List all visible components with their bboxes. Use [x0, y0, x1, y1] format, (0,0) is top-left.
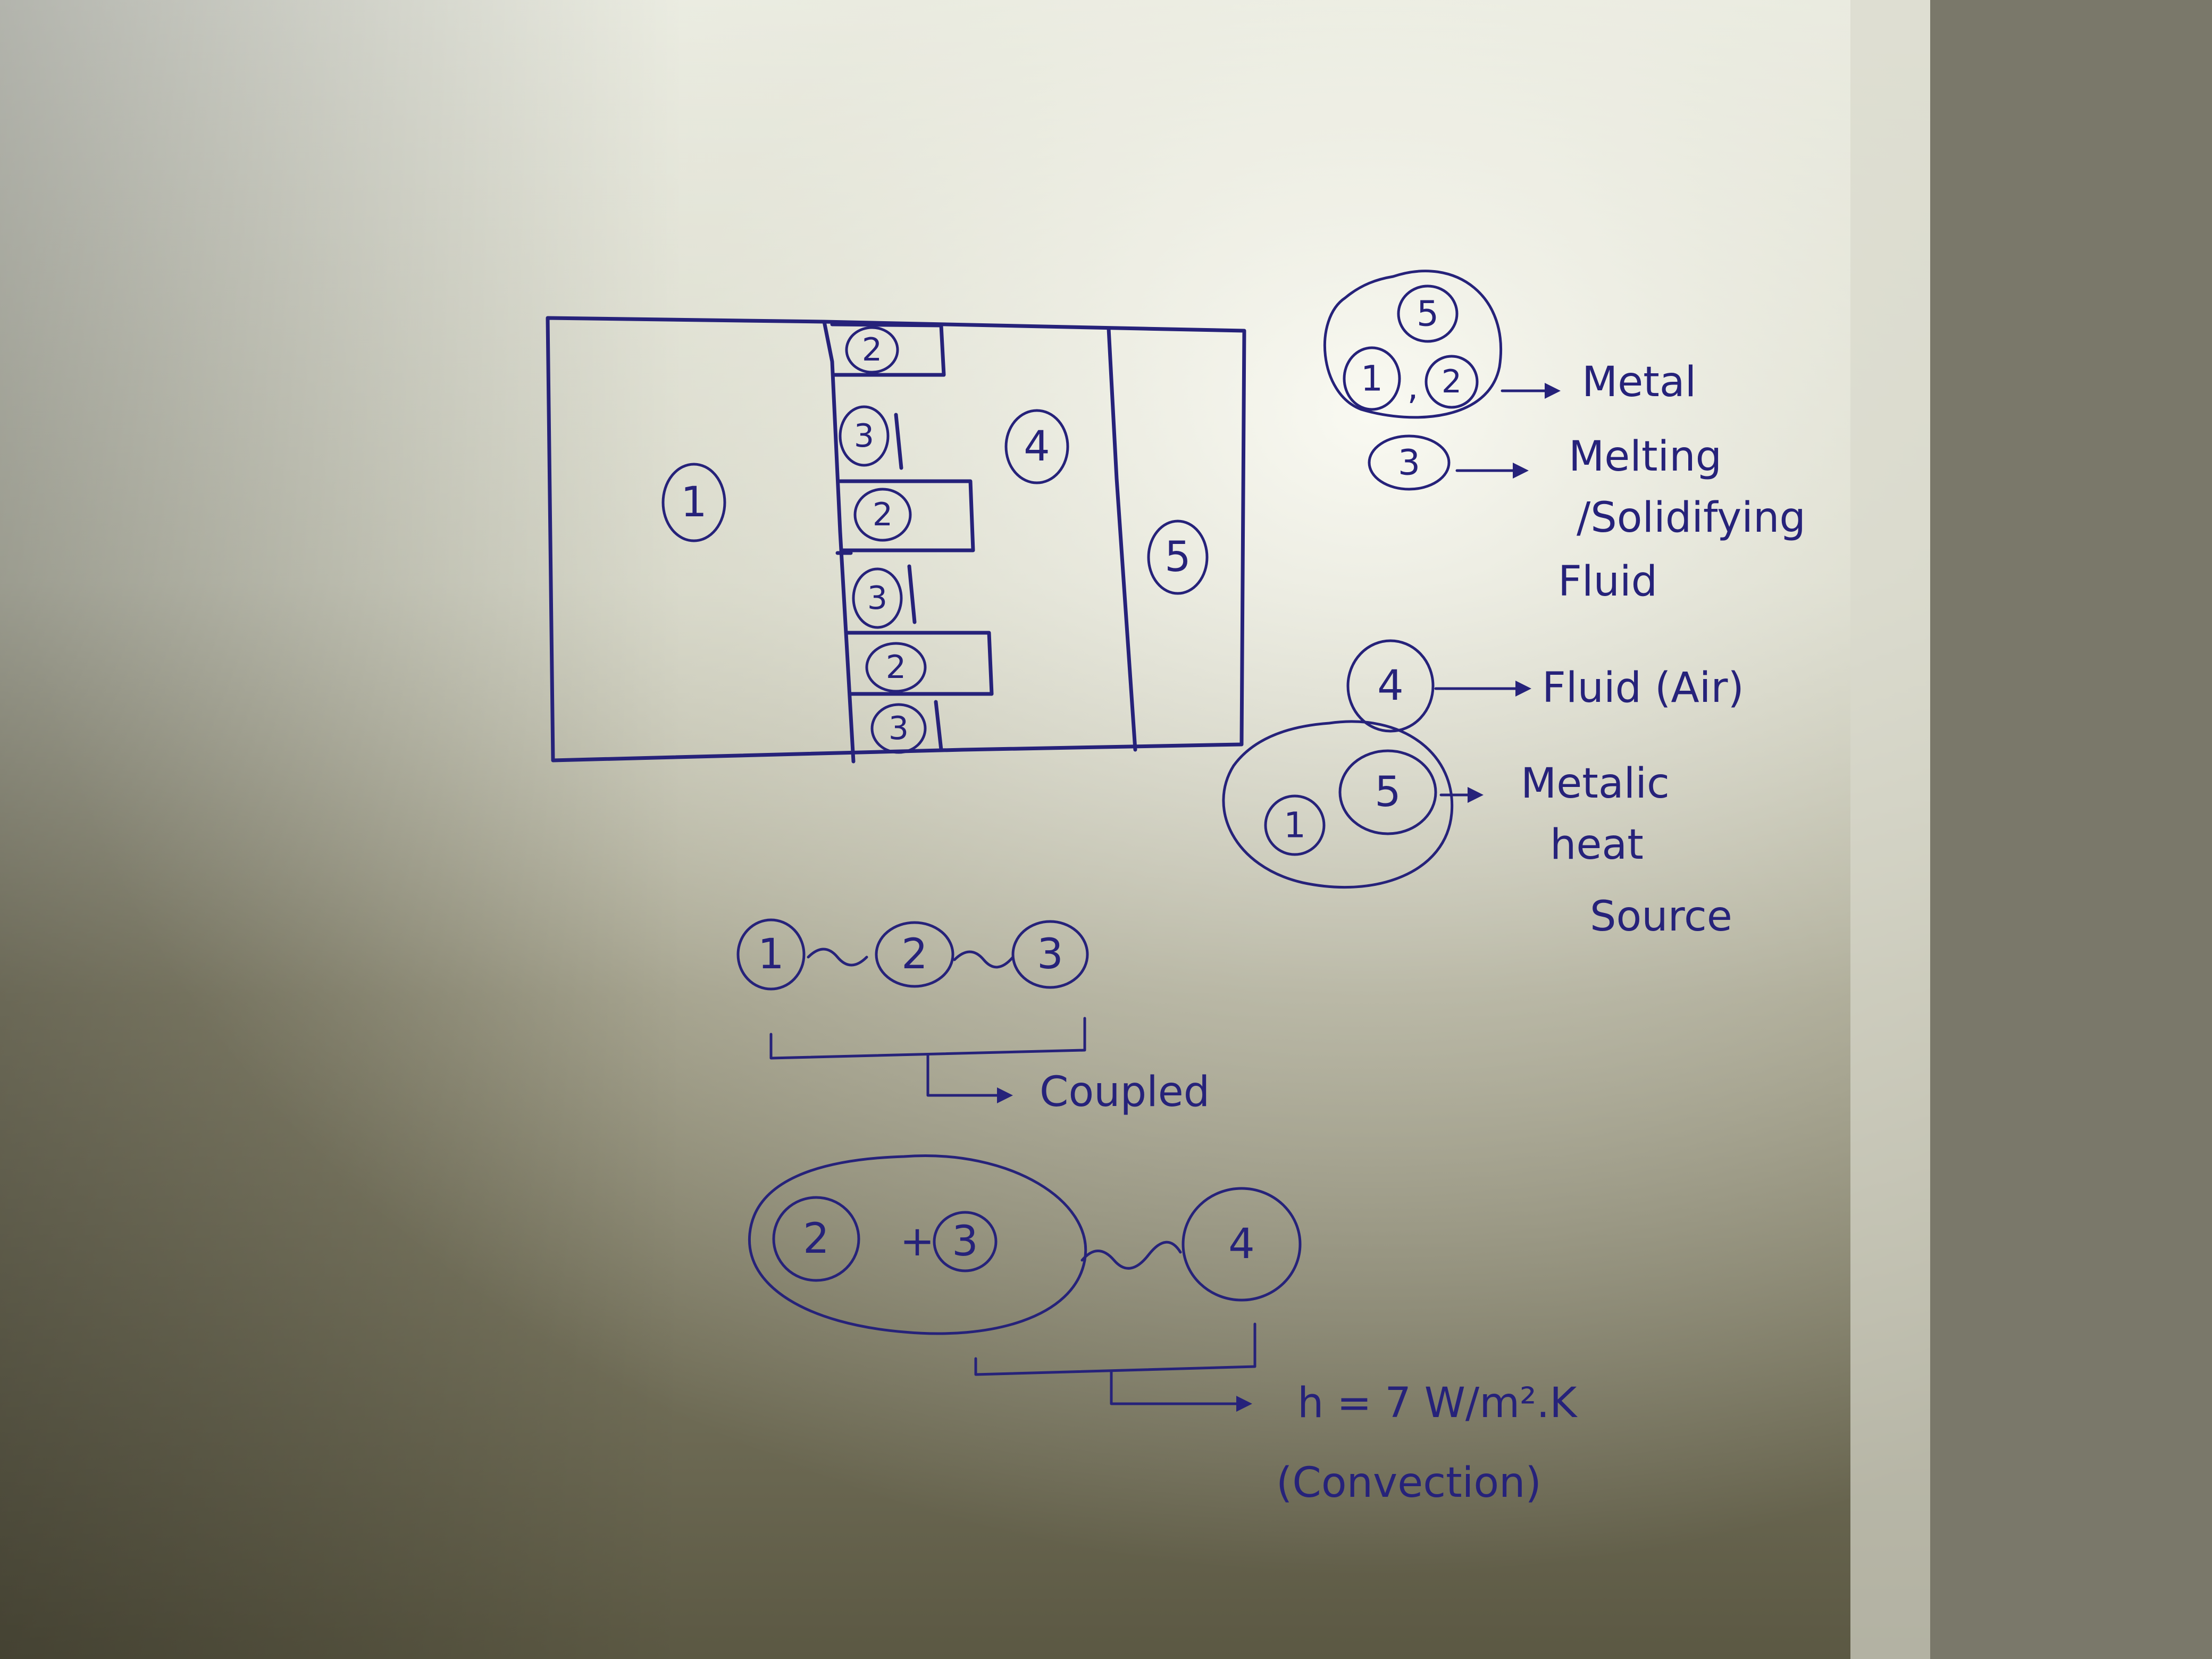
- coupling-chain: 1 2 3 Coupled: [736, 918, 1210, 1116]
- divider-1-2: [822, 320, 856, 764]
- svg-text:heat: heat: [1550, 821, 1644, 869]
- legend-metal: 5 1 , 2 Metal: [1323, 270, 1696, 419]
- region-2-label-c: 2: [865, 642, 927, 693]
- convection-note: (Convection): [1276, 1459, 1541, 1507]
- desk-background: [1930, 0, 2212, 1659]
- region-1-label: 1: [661, 463, 726, 542]
- svg-text:Source: Source: [1590, 893, 1732, 941]
- divider-4-5: [1107, 326, 1137, 752]
- svg-text:2: 2: [803, 1215, 830, 1263]
- svg-text:1: 1: [1361, 358, 1383, 399]
- svg-text:1: 1: [758, 931, 784, 978]
- svg-text:1: 1: [1284, 805, 1306, 846]
- svg-text:Fluid (Air): Fluid (Air): [1542, 664, 1744, 712]
- svg-text:3: 3: [952, 1218, 978, 1266]
- region-3-label-c: 3: [870, 703, 927, 754]
- region-2-label-b: 2: [853, 488, 912, 542]
- svg-text:2: 2: [886, 649, 906, 686]
- svg-text:2: 2: [901, 931, 928, 978]
- cross-section-diagram: 1 2 3 2 3 2 3 4: [546, 316, 1246, 764]
- convection-formula: h = 7 W/m².K: [1297, 1379, 1578, 1427]
- svg-text:2: 2: [873, 496, 893, 533]
- region-4-label: 4: [1004, 409, 1069, 484]
- svg-text:5: 5: [1375, 768, 1401, 816]
- svg-text:3: 3: [867, 580, 887, 617]
- svg-text:2: 2: [1442, 363, 1462, 400]
- region-2-label-a: 2: [845, 326, 899, 374]
- svg-text:5: 5: [1417, 294, 1439, 334]
- svg-text:Metalic: Metalic: [1521, 760, 1670, 808]
- svg-text:3: 3: [854, 417, 874, 455]
- legend-heat-source: 1 5 Metalic heat Source: [1222, 720, 1732, 941]
- region-3-label-b: 3: [852, 567, 903, 629]
- svg-text:Fluid: Fluid: [1558, 558, 1657, 606]
- svg-text:4: 4: [1228, 1220, 1255, 1268]
- svg-text:Melting: Melting: [1569, 433, 1722, 481]
- legend-pcm: 3 Melting /Solidifying Fluid: [1368, 433, 1806, 606]
- region-3-label-a: 3: [839, 405, 890, 467]
- legend-air: 4 Fluid (Air): [1346, 639, 1744, 733]
- svg-text:3: 3: [889, 710, 909, 747]
- convection-relation: 2 + 3 4 h = 7 W/m².K (Convection): [748, 1154, 1578, 1507]
- svg-text:Coupled: Coupled: [1040, 1068, 1210, 1116]
- svg-text:Metal: Metal: [1582, 358, 1696, 406]
- svg-text:+: +: [900, 1218, 934, 1266]
- svg-text:/Solidifying: /Solidifying: [1577, 494, 1806, 542]
- svg-text:4: 4: [1377, 662, 1404, 710]
- svg-text:2: 2: [862, 331, 882, 368]
- svg-text:5: 5: [1164, 533, 1191, 581]
- svg-text:,: ,: [1407, 367, 1419, 408]
- region-5-label: 5: [1147, 520, 1209, 595]
- svg-text:4: 4: [1024, 423, 1050, 471]
- svg-text:3: 3: [1398, 442, 1420, 483]
- svg-text:1: 1: [681, 479, 707, 526]
- svg-text:3: 3: [1037, 931, 1063, 978]
